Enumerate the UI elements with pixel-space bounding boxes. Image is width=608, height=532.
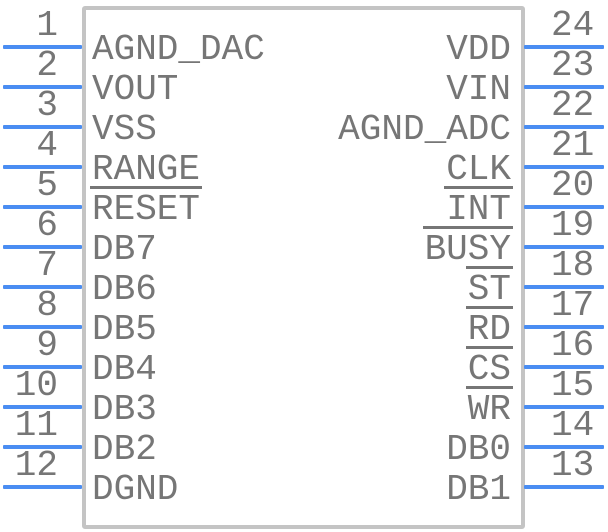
pin-number: 10 bbox=[14, 365, 58, 406]
pin-name: VSS bbox=[92, 109, 157, 150]
pin-wire bbox=[524, 485, 604, 489]
pin-wire bbox=[524, 405, 604, 409]
pin-wire bbox=[3, 325, 82, 329]
pin-name: CLK bbox=[446, 149, 511, 190]
pin-wire bbox=[3, 85, 82, 89]
pin-wire bbox=[3, 485, 82, 489]
pin-number: 16 bbox=[551, 325, 595, 366]
pin-number: 11 bbox=[14, 405, 58, 446]
pin-name: WR bbox=[465, 386, 513, 428]
pin-number: 23 bbox=[551, 45, 595, 86]
pin-number: 18 bbox=[551, 245, 595, 286]
pin-wire bbox=[524, 165, 604, 169]
pin-name: VDD bbox=[446, 29, 511, 70]
pin-name: DB5 bbox=[92, 309, 157, 350]
pin-number: 9 bbox=[36, 325, 58, 366]
pin-name: INT bbox=[444, 186, 513, 228]
pin-wire bbox=[3, 165, 82, 169]
pin-number: 8 bbox=[36, 285, 58, 326]
pin-name: RESET bbox=[90, 186, 203, 228]
pin-number: 21 bbox=[551, 125, 595, 166]
pin-wire bbox=[524, 125, 604, 129]
pin-number: 24 bbox=[551, 5, 595, 46]
pin-number: 14 bbox=[551, 405, 595, 446]
pin-number: 1 bbox=[36, 5, 58, 46]
pin-name: DB0 bbox=[446, 429, 511, 470]
pin-wire bbox=[3, 445, 82, 449]
pin-name: DB3 bbox=[92, 389, 157, 430]
pin-number: 6 bbox=[36, 205, 58, 246]
pin-wire bbox=[524, 365, 604, 369]
pin-wire bbox=[3, 365, 82, 369]
pin-wire bbox=[524, 205, 604, 209]
pin-wire bbox=[524, 445, 604, 449]
pin-name: ST bbox=[465, 266, 513, 308]
pin-wire bbox=[3, 125, 82, 129]
pin-number: 15 bbox=[551, 365, 595, 406]
pin-wire bbox=[3, 45, 82, 49]
pin-name: DB2 bbox=[92, 429, 157, 470]
pin-wire bbox=[524, 245, 604, 249]
pin-name: DB6 bbox=[92, 269, 157, 310]
pin-name: DB1 bbox=[446, 469, 511, 510]
pin-name: AGND_DAC bbox=[92, 29, 265, 70]
pin-wire bbox=[524, 325, 604, 329]
pin-number: 19 bbox=[551, 205, 595, 246]
pin-number: 2 bbox=[36, 45, 58, 86]
pin-name: RANGE bbox=[92, 149, 201, 190]
pin-name: CS bbox=[465, 346, 513, 388]
pin-wire bbox=[524, 45, 604, 49]
pin-wire bbox=[3, 205, 82, 209]
pin-number: 13 bbox=[551, 445, 595, 486]
pin-wire bbox=[3, 245, 82, 249]
pin-number: 20 bbox=[551, 165, 595, 206]
pin-number: 4 bbox=[36, 125, 58, 166]
pin-wire bbox=[3, 405, 82, 409]
pin-name: VIN bbox=[446, 69, 511, 110]
pin-wire bbox=[3, 285, 82, 289]
pin-number: 22 bbox=[551, 85, 595, 126]
pin-number: 17 bbox=[551, 285, 595, 326]
pin-number: 3 bbox=[36, 85, 58, 126]
component-body bbox=[82, 6, 525, 529]
pin-name: RD bbox=[465, 306, 513, 348]
pin-name: DB4 bbox=[92, 349, 157, 390]
pin-wire bbox=[524, 285, 604, 289]
pin-number: 12 bbox=[14, 445, 58, 486]
pin-name: DGND bbox=[92, 469, 179, 510]
pin-name: VOUT bbox=[92, 69, 179, 110]
pin-name: BUSY bbox=[422, 226, 513, 268]
pin-wire bbox=[524, 85, 604, 89]
pin-number: 5 bbox=[36, 165, 58, 206]
pin-name: AGND_ADC bbox=[338, 109, 511, 150]
pin-name: DB7 bbox=[92, 229, 157, 270]
pin-number: 7 bbox=[36, 245, 58, 286]
